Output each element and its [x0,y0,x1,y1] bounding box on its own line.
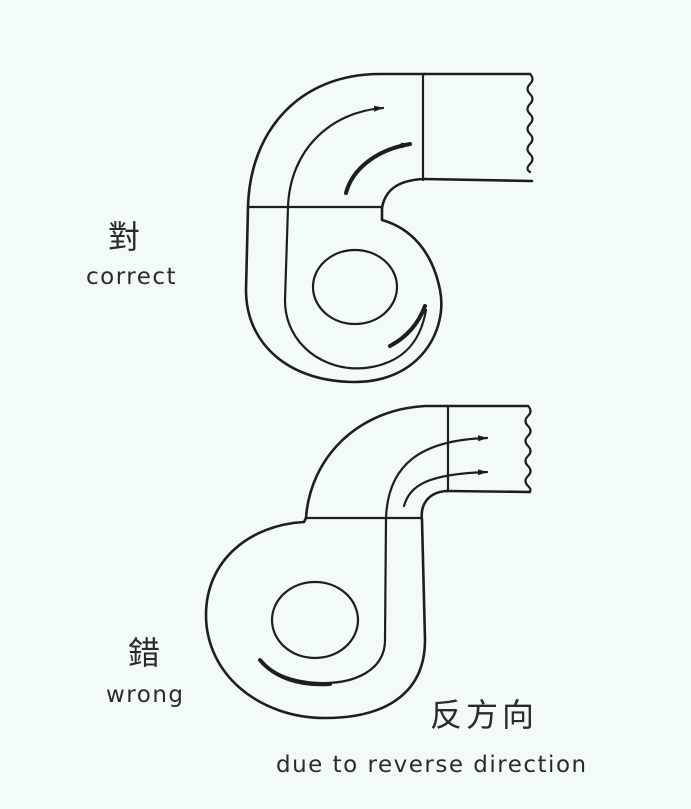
correct-label-zh: 對 [108,218,143,256]
reverse-direction-label-zh: 反方向 [430,696,539,734]
wrong-label-zh: 錯 [128,634,163,672]
correct-label-en: correct [86,264,178,290]
correct-fan-housing [244,72,534,384]
reverse-direction-label-en: due to reverse direction [276,752,588,778]
wrong-fan-housing [204,404,532,720]
wrong-label-en: wrong [106,682,185,708]
